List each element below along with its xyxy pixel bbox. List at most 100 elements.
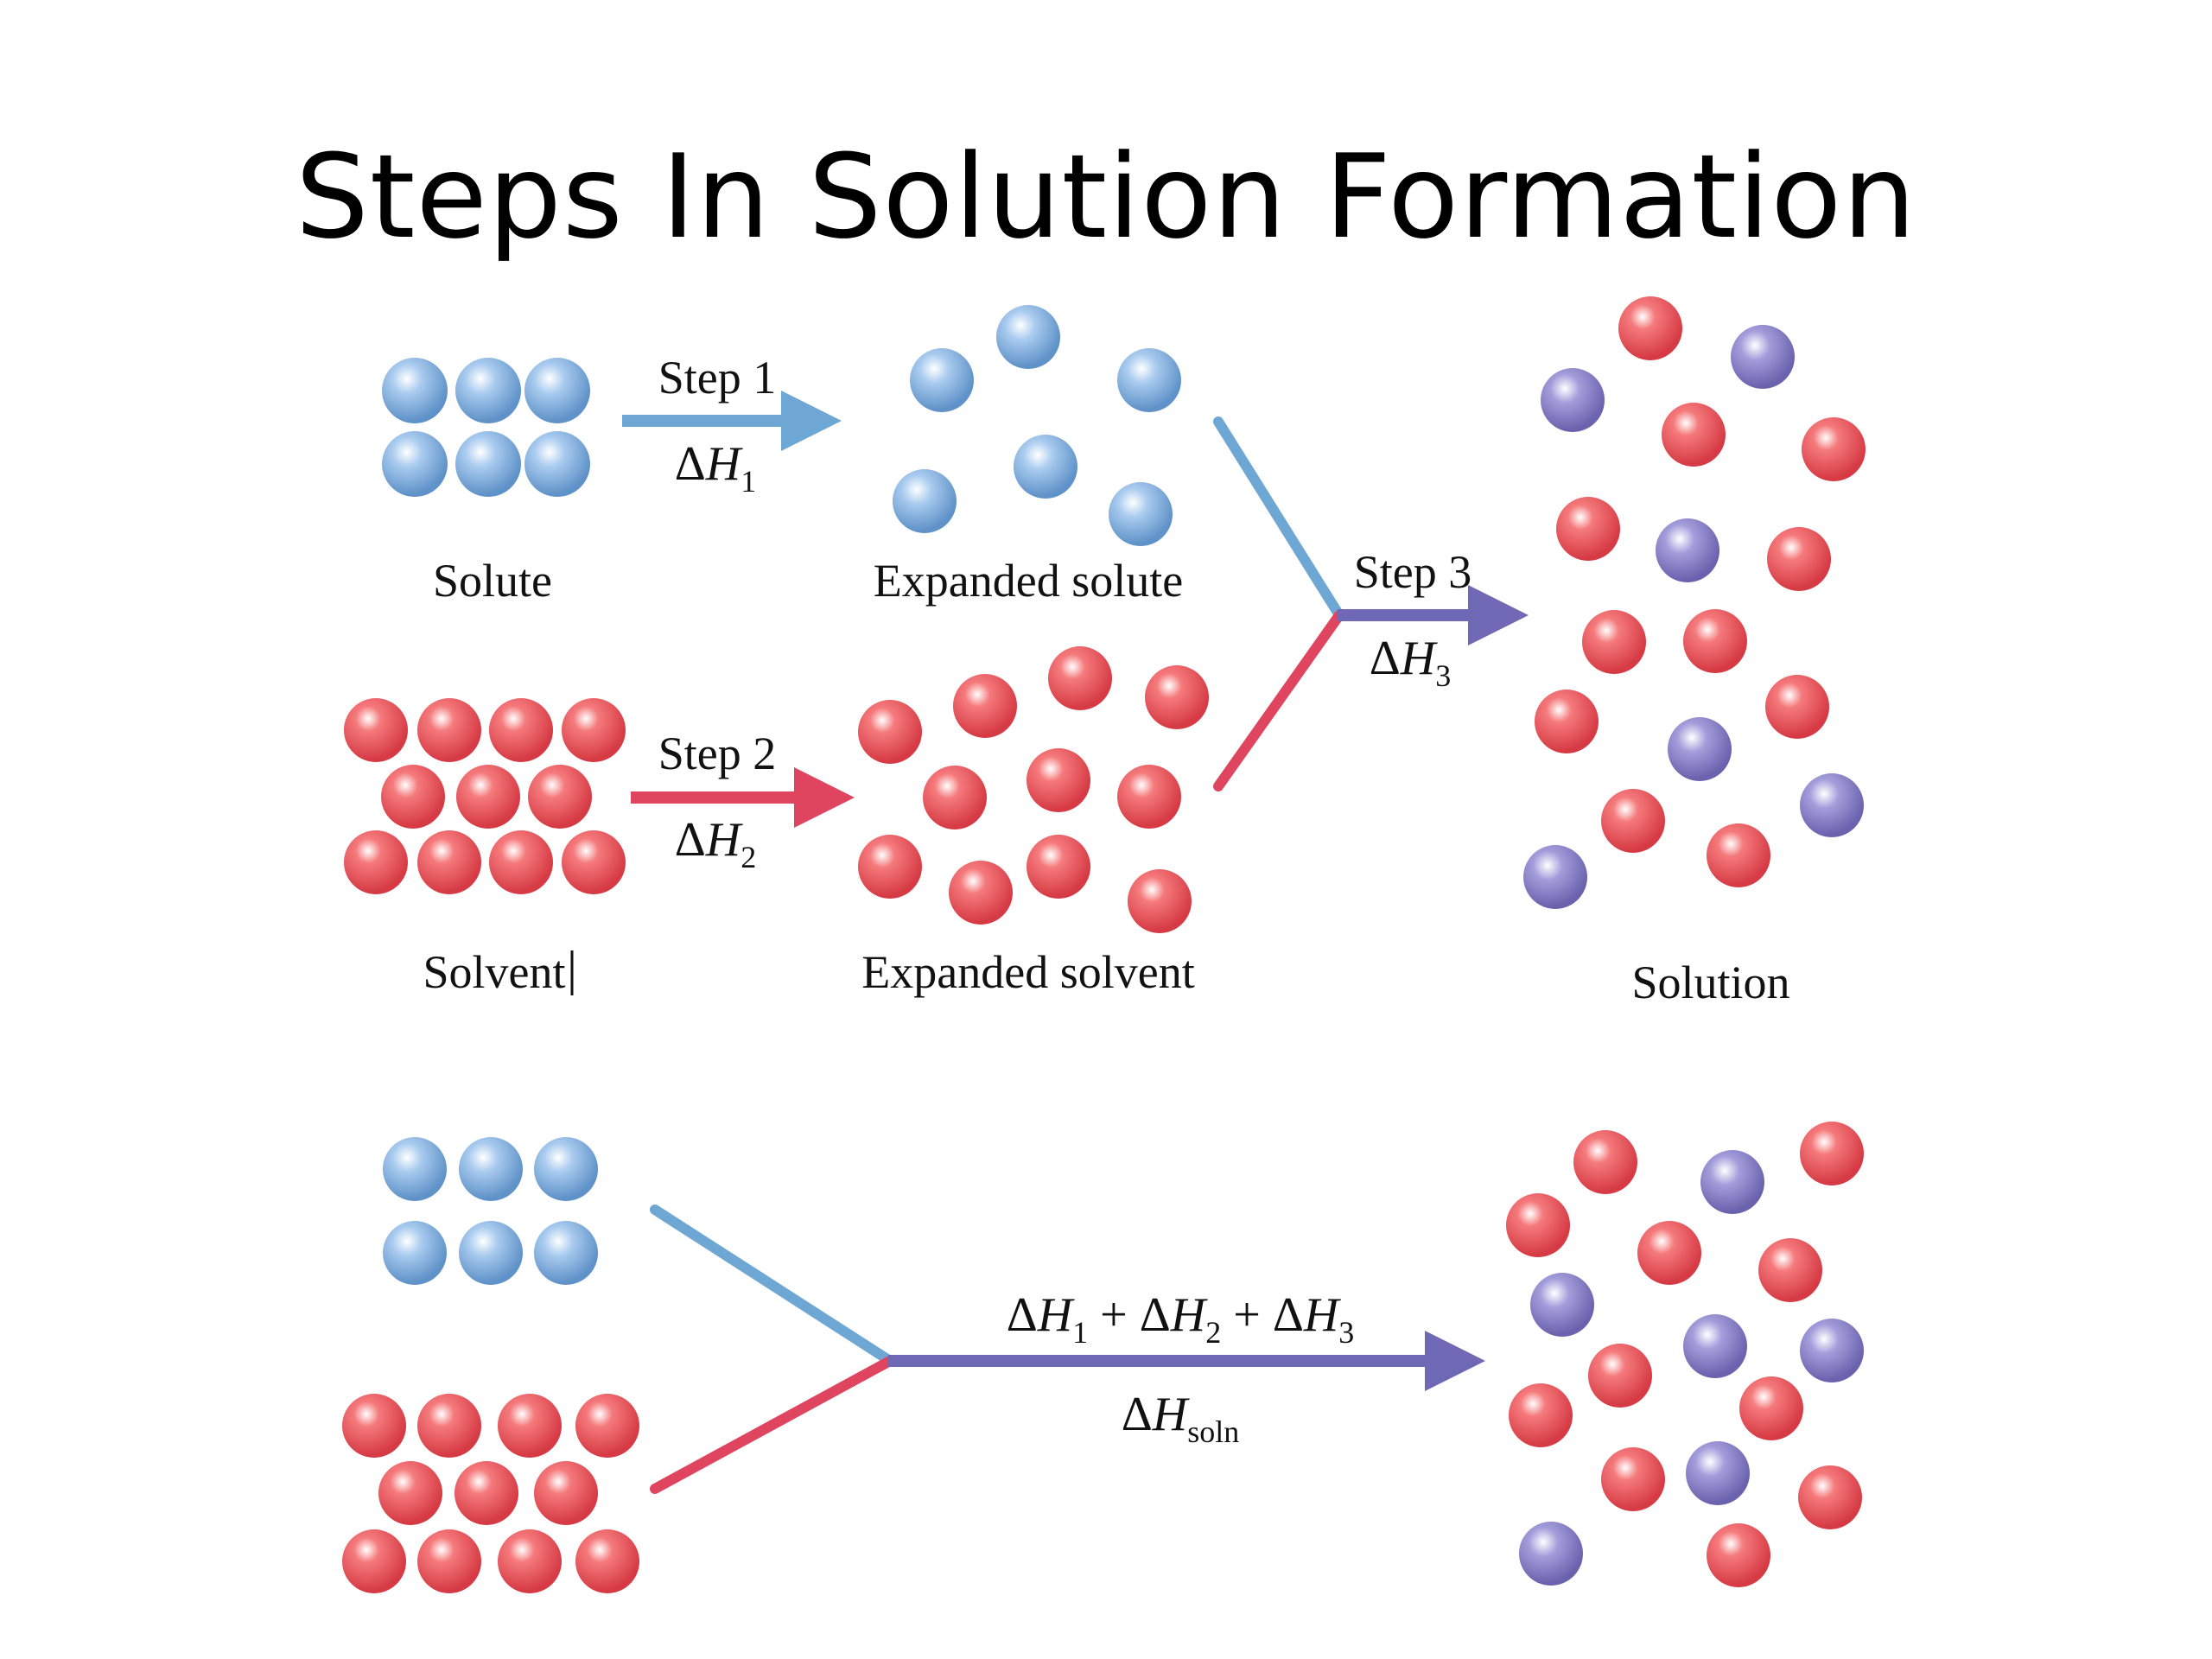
solvent-particle xyxy=(575,1529,639,1593)
solvent-particle xyxy=(1027,748,1090,812)
solvent-particle xyxy=(1800,1122,1864,1185)
solvent-particle xyxy=(528,765,592,829)
solvent-particle xyxy=(1662,403,1726,467)
solvent-particle xyxy=(562,698,626,762)
solvent-particles xyxy=(344,698,626,894)
solute-particles xyxy=(382,358,590,497)
expanded-solvent-particles xyxy=(858,646,1209,933)
delta-h3-label: ΔH3 xyxy=(1370,632,1451,693)
solvent-particle xyxy=(1027,835,1090,899)
solvent-particle xyxy=(1707,1523,1770,1587)
solvent-particle xyxy=(1767,527,1831,591)
step3-label: Step 3 xyxy=(1354,546,1472,598)
solute-particle-dissolved xyxy=(1731,325,1795,389)
solvent-particle xyxy=(1618,296,1682,360)
solute-particle xyxy=(455,358,521,423)
delta-h-soln-label: ΔHsoln xyxy=(1122,1388,1239,1449)
solvent-particle xyxy=(1509,1383,1573,1447)
solute-particle-dissolved xyxy=(1686,1441,1750,1505)
solute-particle xyxy=(893,469,957,533)
solute-particle xyxy=(382,431,448,497)
solute-particle-dissolved xyxy=(1523,845,1587,909)
solute-particle-dissolved xyxy=(1668,717,1732,781)
solvent-overall-line xyxy=(655,1361,890,1489)
solute-particle xyxy=(459,1221,523,1285)
solute-particle-dissolved xyxy=(1519,1522,1583,1586)
solvent-particle xyxy=(858,835,922,899)
solvent-particle xyxy=(1601,1447,1665,1511)
solvent-particle xyxy=(1588,1344,1652,1408)
solvent-particle xyxy=(1601,789,1665,853)
solvent-particle xyxy=(1117,765,1181,829)
delta-h2-label: ΔH2 xyxy=(675,813,756,874)
solvent-particle xyxy=(949,861,1013,925)
solvent-particle xyxy=(1582,610,1646,674)
expanded-solute-label: Expanded solute xyxy=(874,555,1183,607)
solution-label: Solution xyxy=(1631,957,1789,1008)
solute-particle xyxy=(910,348,974,412)
solution-particles xyxy=(1523,296,1866,909)
solvent-particle xyxy=(417,1394,481,1458)
delta-h1-label: ΔH1 xyxy=(675,437,756,499)
solute-particle-dissolved xyxy=(1656,518,1719,582)
expanded-solute-particles xyxy=(893,305,1181,546)
solute-particles-overall xyxy=(383,1137,598,1285)
solvent-particle xyxy=(1556,497,1620,561)
solvent-particle xyxy=(489,830,553,894)
solvent-merge-line xyxy=(1218,615,1339,786)
solvent-particle xyxy=(342,1529,406,1593)
solute-particle-dissolved xyxy=(1800,1319,1864,1382)
solution-particles-overall xyxy=(1506,1122,1864,1587)
solute-overall-line xyxy=(655,1210,890,1361)
expanded-solvent-label: Expanded solvent xyxy=(861,946,1194,998)
solute-particle xyxy=(534,1221,598,1285)
solute-particle-dissolved xyxy=(1700,1150,1764,1214)
solvent-particle xyxy=(1758,1238,1822,1302)
solute-particle xyxy=(524,431,590,497)
solute-label: Solute xyxy=(433,555,552,607)
step2-label: Step 2 xyxy=(658,728,777,779)
solute-particle-dissolved xyxy=(1530,1273,1594,1337)
solvent-label: Solvent xyxy=(423,946,565,998)
solute-particle xyxy=(996,305,1060,369)
solvent-particle xyxy=(1535,690,1599,753)
solvent-particle xyxy=(1128,869,1192,933)
solvent-particle xyxy=(1707,823,1770,887)
solute-particle xyxy=(459,1137,523,1201)
solvent-particle xyxy=(1573,1130,1637,1194)
solvent-particle xyxy=(1637,1221,1701,1285)
solvent-particle xyxy=(344,698,408,762)
solute-particle-dissolved xyxy=(1541,368,1605,432)
solute-particle xyxy=(1117,348,1181,412)
solute-merge-line xyxy=(1218,422,1339,615)
solvent-particle xyxy=(498,1529,562,1593)
solute-particle xyxy=(382,358,448,423)
solute-particle-dissolved xyxy=(1800,773,1864,837)
solvent-particle xyxy=(953,674,1017,738)
solvent-particle xyxy=(1802,417,1866,481)
solvent-particle xyxy=(344,830,408,894)
solvent-particle xyxy=(1683,609,1747,673)
solvent-particles-overall xyxy=(342,1394,639,1593)
solvent-particle xyxy=(456,765,520,829)
solvent-particle xyxy=(1048,646,1112,710)
solute-particle xyxy=(455,431,521,497)
solvent-particle xyxy=(923,766,987,830)
solute-particle xyxy=(1109,482,1173,546)
step1-label: Step 1 xyxy=(658,352,777,404)
solute-particle xyxy=(383,1137,447,1201)
solvent-particle xyxy=(1506,1193,1570,1257)
solvent-particle xyxy=(454,1461,518,1525)
delta-h-sum-label: ΔH1+ΔH2+ΔH3 xyxy=(1007,1288,1355,1350)
solvent-particle xyxy=(381,765,445,829)
solvent-particle xyxy=(378,1461,442,1525)
solvent-particle xyxy=(498,1394,562,1458)
solvent-particle xyxy=(417,698,481,762)
solvent-particle xyxy=(417,830,481,894)
solvent-particle xyxy=(534,1461,598,1525)
solute-particle xyxy=(524,358,590,423)
solvent-particle xyxy=(1145,665,1209,729)
solvent-particle xyxy=(489,698,553,762)
solvent-particle xyxy=(1765,675,1829,739)
